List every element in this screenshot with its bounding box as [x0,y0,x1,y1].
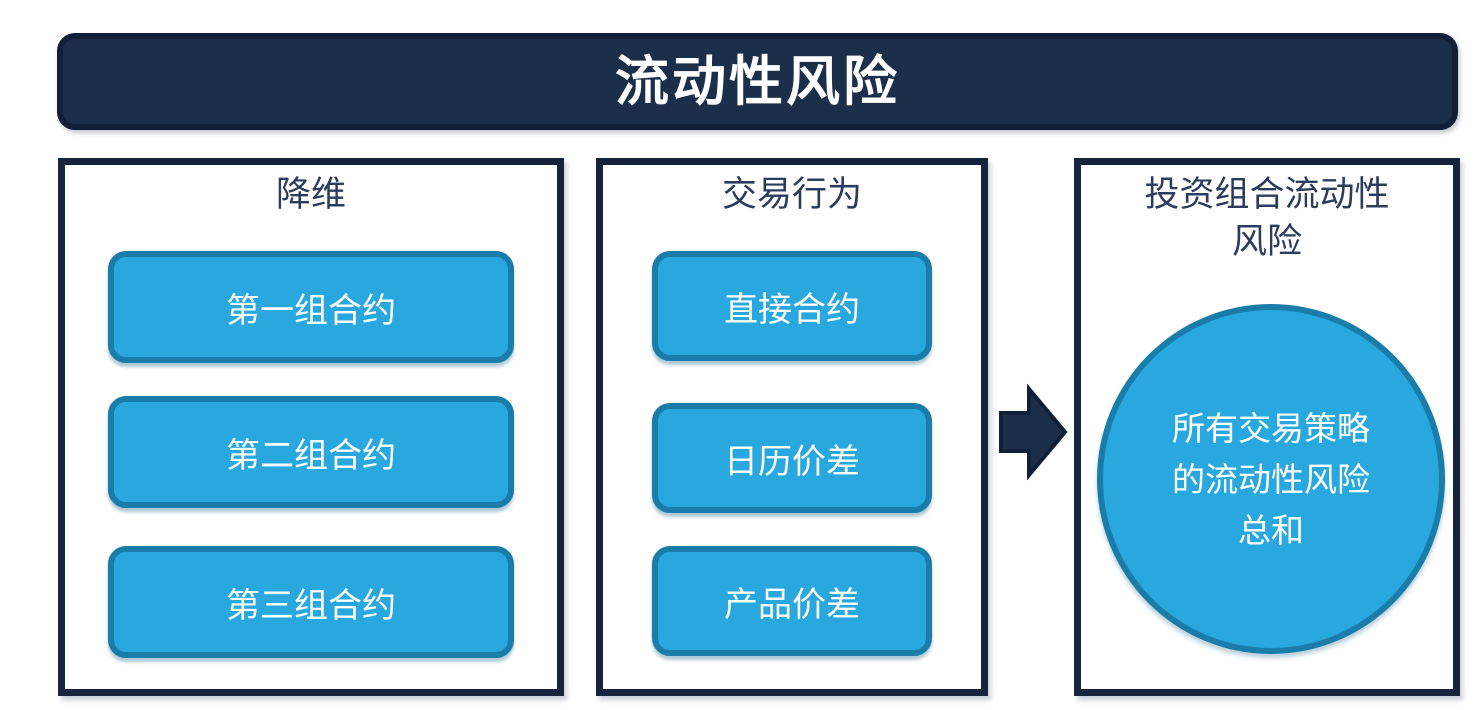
node-label: 第一组合约 [226,291,396,330]
node-label: 直接合约 [724,290,860,329]
column-trading-behavior: 交易行为 直接合约 日历价差 产品价差 [596,158,988,696]
column-title: 降维 [275,175,346,214]
circle-label: 所有交易策略的流动性风险总和 [1172,409,1370,549]
node-product-spread: 产品价差 [652,546,932,656]
node-direct-contract: 直接合约 [652,251,932,361]
node-label: 日历价差 [724,442,860,481]
node-first-contract-group: 第一组合约 [108,251,514,363]
node-second-contract-group: 第二组合约 [108,396,514,508]
node-label: 第二组合约 [226,436,396,475]
right-arrow-icon [999,383,1068,481]
node-label: 第三组合约 [226,586,396,625]
column-title: 投资组合流动性风险 [1144,175,1390,261]
column-title: 交易行为 [721,175,862,214]
node-third-contract-group: 第三组合约 [108,546,514,658]
diagram-title: 流动性风险 [615,51,900,112]
node-label: 产品价差 [724,585,860,624]
column-dimension-reduction: 降维 第一组合约 第二组合约 第三组合约 [58,158,564,696]
title-banner: 流动性风险 [57,33,1458,130]
node-calendar-spread: 日历价差 [652,403,932,513]
column-portfolio-liquidity-risk: 投资组合流动性风险 所有交易策略的流动性风险总和 [1074,158,1460,696]
node-total-liquidity-risk-circle: 所有交易策略的流动性风险总和 [1097,304,1445,654]
